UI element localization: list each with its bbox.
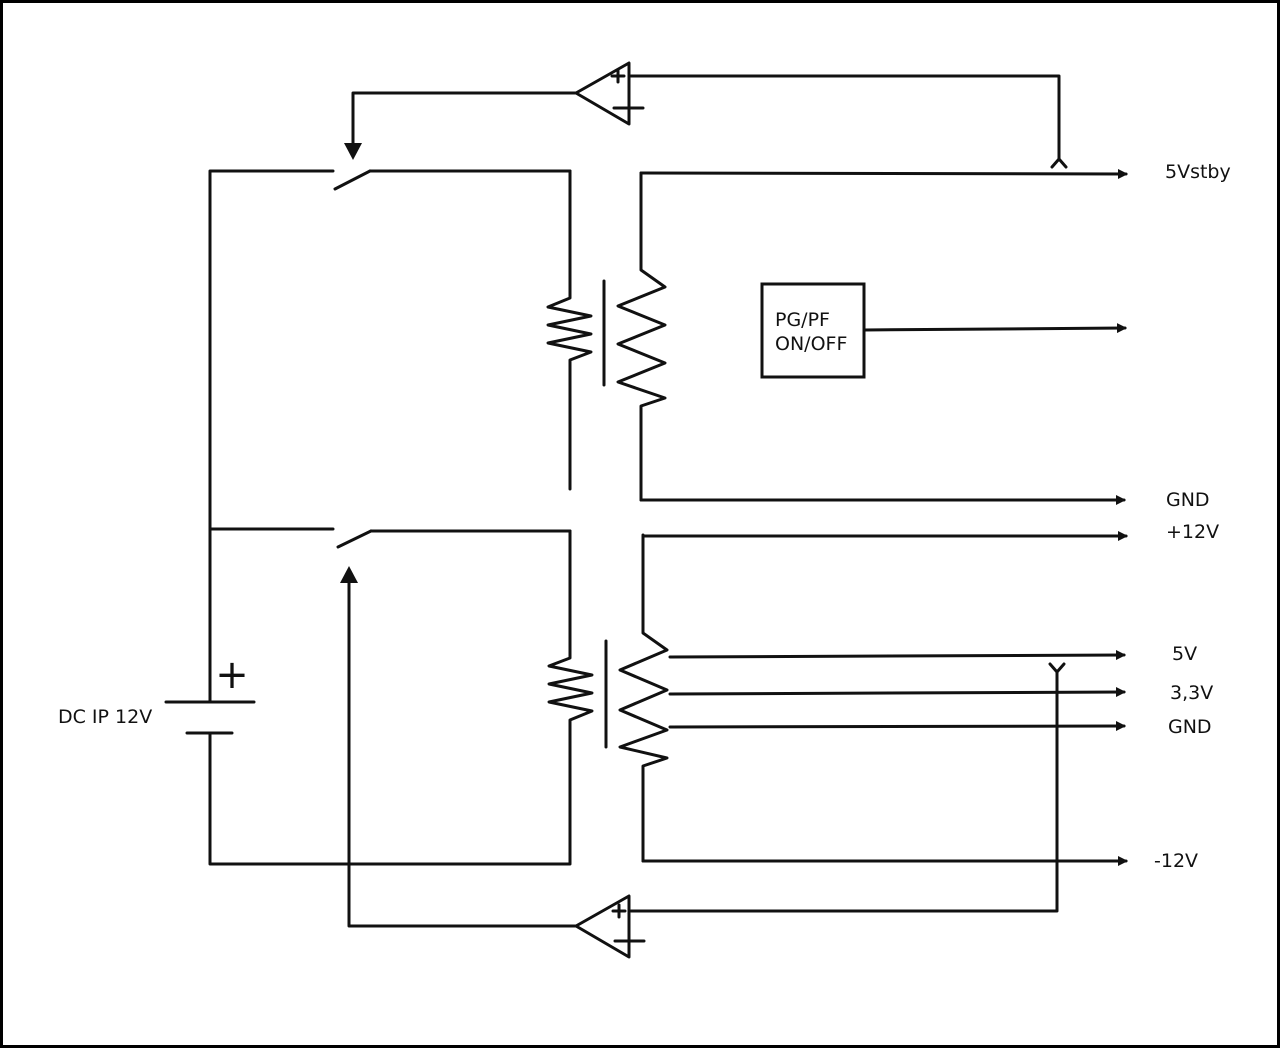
output-label-3v3: 3,3V [1170,682,1213,704]
output-label-minus12v: -12V [1154,850,1198,872]
pg-pf-block-line2: ON/OFF [775,333,847,355]
lower-switch [336,529,572,549]
upper-feedback-loop [344,74,1068,169]
upper-switch [333,169,572,191]
pg-pf-block [760,282,866,379]
output-line-5v [668,650,1126,661]
output-label-gnd-upper: GND [1166,489,1210,511]
upper-secondary-coil [616,171,667,502]
output-line-3v3 [668,687,1126,698]
output-line-gnd-lower [668,721,1126,732]
battery-plus-sign: + [215,652,249,698]
output-line-5vstby [639,168,1128,179]
lower-primary-coil [547,529,594,735]
output-label-5vstby: 5Vstby [1165,161,1231,183]
lower-feedback-amplifier [574,894,646,959]
supply-rail [208,169,572,866]
output-label-5v: 5V [1172,643,1197,665]
dc-input-label: DC IP 12V [58,706,152,728]
upper-feedback-amplifier [574,61,645,126]
pg-pf-output-line [862,323,1127,334]
battery-symbol [164,700,256,735]
lower-secondary-coil [618,533,669,863]
output-label-gnd-lower: GND [1168,716,1212,738]
pg-pf-block-line1: PG/PF [775,309,830,331]
upper-primary-coil [546,169,593,491]
output-label-plus12v: +12V [1166,521,1219,543]
lower-feedback-loop [340,566,1066,928]
